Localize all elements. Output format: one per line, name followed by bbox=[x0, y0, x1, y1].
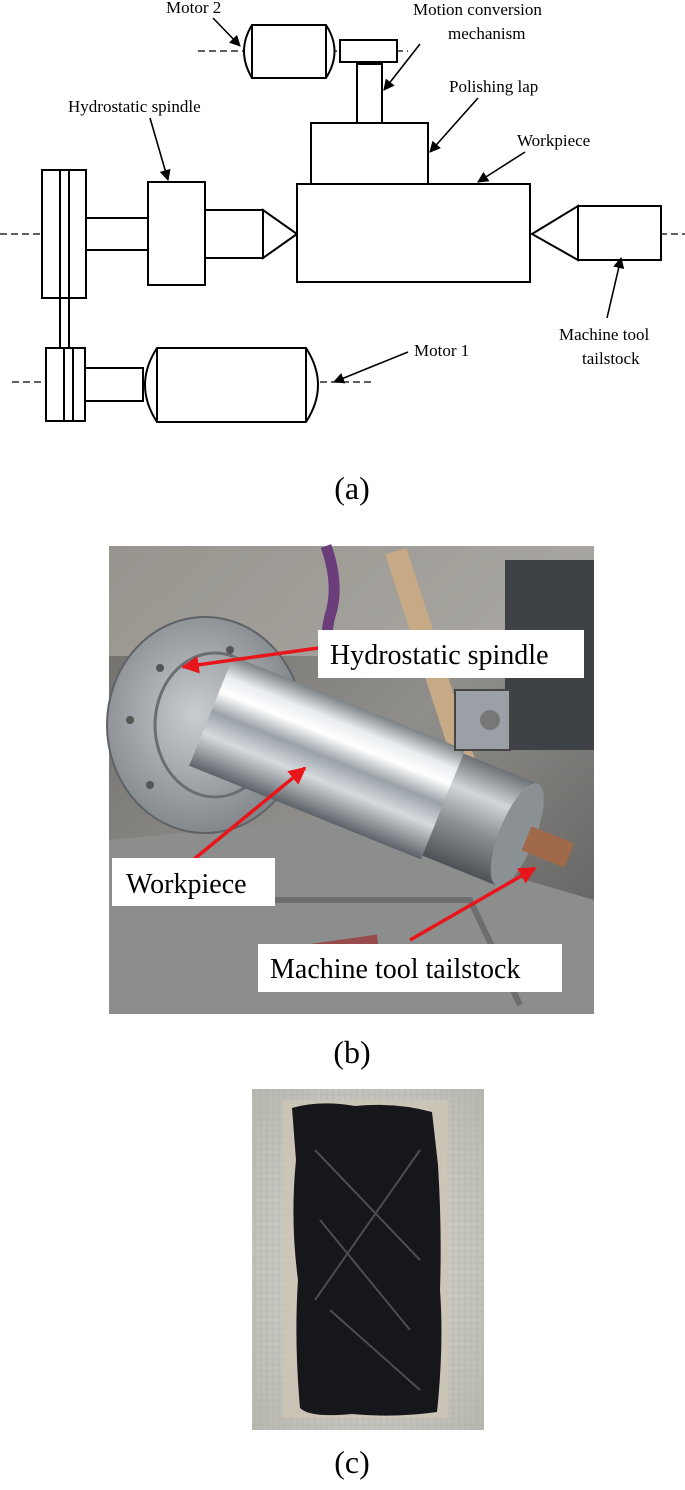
tailstock-annotation-box bbox=[258, 944, 562, 992]
black-pitch-layer bbox=[292, 1103, 442, 1416]
motor1-pulley-plate bbox=[72, 347, 86, 422]
motor2-label: Motor 2 bbox=[166, 0, 221, 17]
caption-a: (a) bbox=[334, 470, 370, 506]
tailstock-center bbox=[530, 204, 579, 262]
tailstock-leader-arrow bbox=[606, 256, 625, 319]
photo-workpiece-cylinder bbox=[189, 656, 466, 860]
workpiece-block bbox=[296, 183, 531, 283]
spindle-pulley-plate bbox=[68, 169, 87, 299]
motor1-body bbox=[144, 347, 319, 423]
spindle-annotation-box bbox=[318, 630, 584, 678]
pitch-highlight bbox=[314, 1149, 421, 1391]
workpiece-annotation-box bbox=[112, 858, 275, 906]
schematic-labels: Motor 2 Motion conversion mechanism Poli… bbox=[68, 0, 649, 368]
hydrostatic-spindle-label: Hydrostatic spindle bbox=[68, 97, 201, 116]
flange-bolt-hole bbox=[126, 716, 134, 724]
workpiece-label: Workpiece bbox=[517, 131, 590, 150]
motion-mechanism-column bbox=[356, 63, 383, 124]
motion-mechanism-arm bbox=[339, 39, 398, 63]
hydrostatic-spindle-leader-arrow bbox=[149, 117, 171, 182]
hydrostatic-spindle-body bbox=[147, 181, 206, 286]
headstock-center bbox=[262, 208, 299, 260]
flange-bolt-hole bbox=[156, 664, 164, 672]
schematic-panel-a bbox=[0, 17, 685, 423]
machine-tool-tailstock-block bbox=[577, 205, 662, 261]
motor1-shaft bbox=[84, 367, 144, 402]
spindle-pulley-plate bbox=[59, 169, 70, 299]
photo-clamp-bolt bbox=[480, 710, 500, 730]
flange-bolt-hole bbox=[146, 781, 154, 789]
motion-mechanism-leader-arrow bbox=[383, 43, 421, 91]
polishing-lap-label: Polishing lap bbox=[449, 77, 538, 96]
polishing-lap-block bbox=[310, 122, 429, 185]
workpiece-annotation-label: Workpiece bbox=[126, 869, 247, 900]
tailstock-label-line1: Machine tool bbox=[559, 325, 649, 344]
motor1-label: Motor 1 bbox=[414, 341, 469, 360]
motor2-leader-arrow bbox=[212, 17, 241, 47]
spindle-annotation-label: Hydrostatic spindle bbox=[330, 640, 549, 671]
spindle-pulley-plate bbox=[41, 169, 61, 299]
flange-bolt-hole bbox=[226, 646, 234, 654]
photo-workpiece-end bbox=[490, 783, 544, 887]
motor1-pulley-plate bbox=[45, 347, 65, 422]
tailstock-annotation-label: Machine tool tailstock bbox=[270, 954, 520, 985]
spindle-shaft bbox=[85, 217, 149, 251]
spindle-nose bbox=[204, 209, 264, 259]
motor1-pulley-plate bbox=[63, 347, 74, 422]
photo-tailstock-tip bbox=[521, 826, 575, 868]
photo-panel-c bbox=[252, 1089, 484, 1430]
workpiece-leader-arrow bbox=[477, 151, 526, 183]
motor2-body bbox=[243, 24, 336, 79]
motor1-leader-arrow bbox=[332, 351, 409, 384]
motion-conversion-label-line2: mechanism bbox=[448, 24, 525, 43]
polishing-lap-leader-arrow bbox=[429, 97, 479, 153]
photo-panel-b: Hydrostatic spindle Workpiece Machine to… bbox=[106, 544, 594, 1014]
caption-c: (c) bbox=[334, 1444, 370, 1480]
spindle-annotation-arrow bbox=[181, 646, 319, 674]
motion-conversion-label-line1: Motion conversion bbox=[413, 0, 542, 19]
caption-b: (b) bbox=[333, 1034, 370, 1070]
tailstock-annotation-arrow bbox=[409, 866, 537, 942]
workpiece-annotation-arrow bbox=[191, 766, 307, 862]
tailstock-label-line2: tailstock bbox=[582, 349, 640, 368]
